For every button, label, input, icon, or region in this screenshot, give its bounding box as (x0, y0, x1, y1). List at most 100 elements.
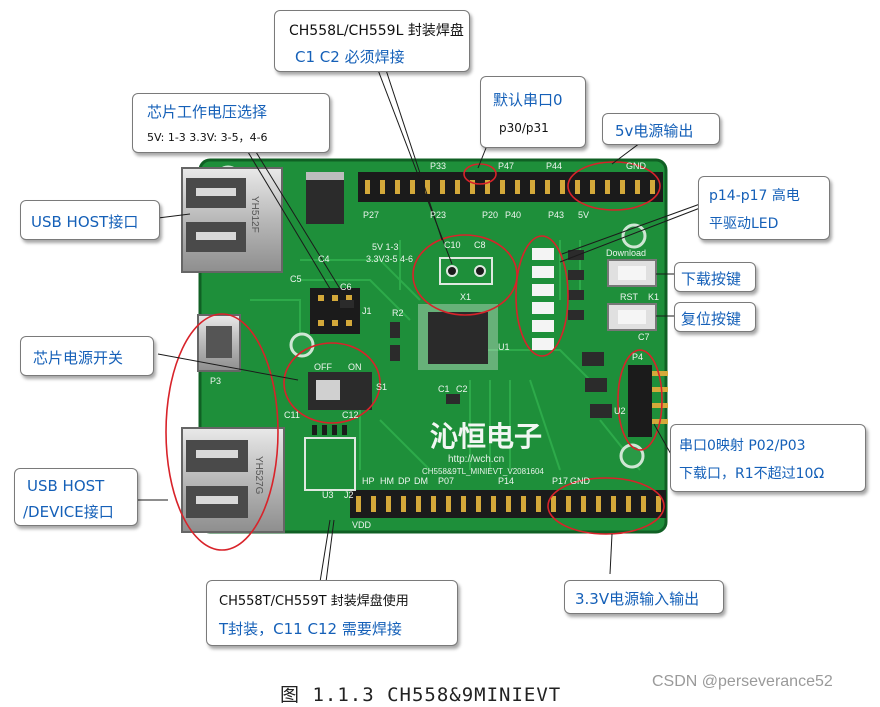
package-bottom-line2: T封装，C11 C12 需要焊接 (219, 620, 402, 638)
silk-p07: P07 (438, 476, 454, 486)
callout-power-5v-out: 5v电源输出 (602, 113, 720, 145)
callout-package-bottom: CH558T/CH559T 封装焊盘使用 T封装，C11 C12 需要焊接 (206, 580, 458, 646)
silk-gnd2: GND (570, 476, 591, 486)
package-top-line2: C1 C2 必须焊接 (295, 48, 405, 66)
reset-key-label: 复位按键 (681, 310, 742, 328)
header-bottom-row (350, 490, 666, 518)
usb-top-mark: YH512F (249, 196, 260, 233)
board-url: http://wch.cn (448, 454, 504, 465)
silk-c8: C8 (474, 240, 486, 250)
silk-p40: P40 (505, 210, 521, 220)
callout-download-key: 下载按键 (674, 262, 756, 292)
silk-c10: C10 (444, 240, 461, 250)
voltage-select-detail: 5V: 1-3 3.3V: 3-5，4-6 (147, 131, 268, 144)
silk-j1: J1 (362, 306, 372, 316)
usb-host-device-line2: /DEVICE接口 (23, 503, 114, 521)
voltage-jumper (310, 288, 360, 334)
usb-host-connector (181, 167, 283, 273)
led-column (532, 248, 554, 350)
uart0-map-line1: 串口0映射 P02/P03 (679, 438, 806, 454)
silk-x1: X1 (460, 292, 471, 302)
silk-p27: P27 (363, 210, 379, 220)
led-drive-line2: 平驱动LED (709, 216, 779, 232)
silk-rst: RST (620, 292, 639, 302)
silk-c4: C4 (318, 254, 330, 264)
silk-dp: DP (398, 476, 411, 486)
silk-download: Download (606, 248, 646, 258)
silk-off: OFF (314, 362, 332, 372)
uart0-default-title: 默认串口0 (493, 91, 563, 109)
led-drive-line1: p14-p17 高电 (709, 188, 800, 204)
silk-c6: C6 (340, 282, 352, 292)
callout-usb-host-device: USB HOST /DEVICE接口 (14, 468, 138, 526)
silk-u3: U3 (322, 490, 334, 500)
usb-bottom-mark: YH527G (253, 456, 264, 495)
board-brand: 沁恒电子 (430, 420, 542, 453)
callout-power-switch: 芯片电源开关 (20, 336, 154, 376)
silk-p3: P3 (210, 376, 221, 386)
header-p4 (628, 365, 668, 437)
callout-usb-host: USB HOST接口 (20, 200, 160, 240)
silk-p14: P14 (498, 476, 514, 486)
csdn-watermark: CSDN @perseverance52 (652, 673, 833, 690)
silk-dm: DM (414, 476, 428, 486)
silk-s1: S1 (376, 382, 387, 392)
silk-c5: C5 (290, 274, 302, 284)
usb-host-device-connector (181, 427, 285, 533)
silk-p43: P43 (548, 210, 564, 220)
silk-vol-a: 5V 1-3 (372, 242, 399, 252)
callout-voltage-select: 芯片工作电压选择 5V: 1-3 3.3V: 3-5，4-6 (132, 93, 330, 153)
silk-p17: P17 (552, 476, 568, 486)
silk-u1: U1 (498, 342, 510, 352)
callout-uart0-map: 串口0映射 P02/P03 下载口，R1不超过10Ω (670, 424, 866, 492)
silk-hm: HM (380, 476, 394, 486)
usb-host-device-line1: USB HOST (27, 477, 105, 495)
silk-gnd: GND (626, 161, 647, 171)
silk-p47: P47 (498, 161, 514, 171)
voltage-select-title: 芯片工作电压选择 (147, 103, 268, 121)
silk-p4: P4 (632, 352, 643, 362)
silk-k1: K1 (648, 292, 659, 302)
u3-footprint (304, 425, 356, 491)
silk-c7: C7 (638, 332, 650, 342)
silk-c1: C1 (438, 384, 450, 394)
download-button-graphic (607, 259, 657, 287)
highlight-rings (165, 161, 665, 551)
silk-p20: P20 (482, 210, 498, 220)
power-switch (308, 372, 372, 410)
silk-p5v: 5V (578, 210, 589, 220)
callout-uart0-default: 默认串口0 p30/p31 (480, 76, 586, 148)
ldo-regulator (306, 172, 344, 224)
power-switch-label: 芯片电源开关 (33, 349, 124, 367)
silk-c11: C11 (284, 410, 300, 420)
silk-p44: P44 (546, 161, 562, 171)
silk-on: ON (348, 362, 362, 372)
callout-leaders (135, 69, 701, 583)
silk-c2: C2 (456, 384, 468, 394)
package-top-line1: CH558L/CH559L 封装焊盘 (289, 23, 464, 39)
package-bottom-line1: CH558T/CH559T 封装焊盘使用 (219, 594, 409, 609)
silk-vol-b: 3.3V3-5 4-6 (366, 254, 413, 264)
callout-package-top: CH558L/CH559L 封装焊盘 C1 C2 必须焊接 (274, 10, 470, 72)
power-5v-out-label: 5v电源输出 (615, 122, 694, 140)
header-top-row (358, 172, 663, 202)
silk-hp: HP (362, 476, 375, 486)
usb-markings: YH512F YH527G (249, 196, 264, 495)
figure-caption: 图 1.1.3 CH558&9MINIEVT (280, 684, 562, 706)
pcb-traces (250, 240, 641, 471)
reset-button-graphic (607, 303, 657, 331)
uart0-default-detail: p30/p31 (499, 121, 549, 135)
silk-vdd: VDD (352, 520, 372, 530)
mcu-chip (418, 304, 498, 370)
callout-reset-key: 复位按键 (674, 302, 756, 332)
silk-p33: P33 (430, 161, 446, 171)
silk-u2: U2 (614, 406, 626, 416)
silkscreen-labels: P27 P23 P20 P40 P43 5V P33 P47 P44 GND 5… (210, 161, 659, 530)
uart0-map-line2: 下载口，R1不超过10Ω (679, 466, 825, 482)
download-key-label: 下载按键 (681, 270, 742, 288)
mini-usb-connector (197, 314, 241, 372)
silk-c12: C12 (342, 410, 359, 420)
callout-power-33v-io: 3.3V电源输入输出 (564, 580, 724, 614)
silk-r2: R2 (392, 308, 404, 318)
